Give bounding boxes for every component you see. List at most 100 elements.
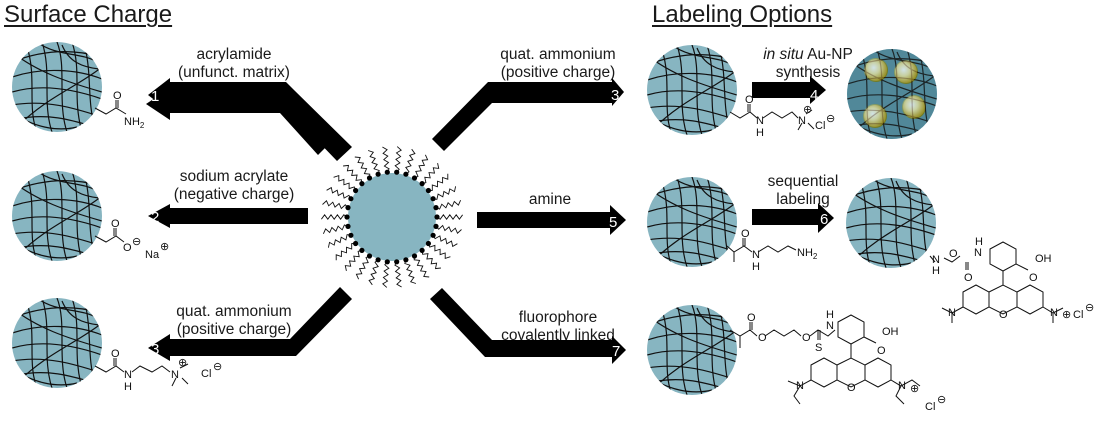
minus-charge: ⊖ [132, 236, 141, 248]
ligand-anchor [411, 253, 418, 259]
carbonyl-bond [115, 100, 119, 108]
heading-surface-charge: Surface Charge [4, 1, 173, 28]
ligand-anchor [366, 253, 373, 259]
product-7: O O O S N H OH O O N N ⊕ Cl ⊖ [647, 305, 946, 413]
atom-nh: NH [797, 247, 813, 259]
route-1-label-line2: (unfunct. matrix) [178, 64, 290, 81]
atom-o: O [877, 345, 886, 357]
ligand-chain [405, 148, 416, 175]
product-3-right: O N H N ⊕ Cl ⊖ [647, 45, 835, 139]
atom-n: N [974, 247, 982, 259]
route-4-label-italic: in situ [763, 46, 804, 63]
rhodamine-core [941, 241, 1064, 323]
ligand-chain [355, 255, 370, 280]
bond-lines [94, 365, 171, 373]
plus-charge: ⊕ [910, 383, 919, 395]
ligand-chain [322, 224, 349, 234]
atom-n-plus: N [1050, 307, 1058, 319]
product-4 [847, 49, 937, 139]
product-5: O N H NH2 [647, 177, 818, 273]
route-7-arrowhead [612, 336, 626, 364]
hydrogel-particle [12, 42, 102, 132]
hydrogel-particle [12, 171, 102, 261]
ligand-anchor [411, 175, 418, 181]
route-3-right-arrowhead [612, 78, 624, 106]
route-6-label-line2: labeling [776, 191, 830, 208]
ligand-anchor [384, 259, 390, 265]
ligand-chain [404, 259, 417, 284]
gold-nanoparticle-highlight [865, 59, 887, 81]
ligand-anchor [375, 257, 381, 263]
ligand-anchor [419, 181, 425, 187]
atom-o-carbonyl: O [964, 272, 973, 284]
atom-nh: NH [124, 116, 140, 128]
ligand-anchor [394, 169, 400, 175]
ligand-chain [435, 224, 462, 234]
bond-lines [94, 235, 125, 243]
ligand-chain [432, 235, 458, 248]
route-4-label-line2: synthesis [775, 64, 841, 81]
ligand-chain [321, 214, 348, 220]
route-2-label-line2: (negative charge) [173, 186, 295, 203]
ligand-anchor [434, 214, 440, 220]
carbonyl-bond [742, 238, 746, 246]
atom-h: H [826, 309, 834, 321]
atom-n: N [752, 249, 760, 261]
ligand-chain [413, 255, 430, 278]
route-3-left-label-line1: quat. ammonium [176, 303, 292, 320]
atom-h: H [932, 265, 940, 277]
methyl-bonds [797, 109, 815, 131]
ligand-chain [368, 259, 379, 286]
gold-nanoparticle-highlight [864, 105, 886, 127]
gold-nanoparticle-highlight [903, 96, 925, 118]
route-2-arrow-body [170, 208, 308, 224]
ligand-chain [322, 200, 349, 210]
ligand-chain [436, 214, 463, 220]
ligand-chain [382, 146, 390, 173]
core-sphere [348, 173, 436, 261]
atom-n: N [756, 115, 764, 127]
route-3-left-label-line2: (positive charge) [176, 321, 292, 338]
hydrogel-particle [647, 45, 737, 135]
hydrogel-particle [12, 298, 102, 388]
minus-charge: ⊖ [937, 394, 946, 406]
ligand-anchor [384, 169, 390, 175]
ligand-chain [333, 174, 357, 191]
route-5-number: 5 [609, 214, 617, 231]
atom-n-plus: N [898, 380, 906, 392]
atom-n: N [932, 254, 940, 266]
hydrogel-particle [647, 177, 737, 267]
atom-h: H [756, 127, 764, 139]
minus-charge: ⊖ [213, 361, 222, 373]
gold-nanoparticle-highlight [895, 61, 917, 83]
route-7-label-line1: fluorophore [518, 309, 598, 326]
atom-s: S [815, 342, 822, 354]
atom-n-plus: N [798, 115, 806, 127]
product-3-left: O N H N ⊕ Cl ⊖ [12, 298, 222, 393]
route-4-number: 4 [810, 87, 818, 104]
plus-charge: ⊕ [160, 241, 169, 253]
route-3-right-label-line1: quat. ammonium [500, 46, 616, 63]
route-2-number: 2 [151, 209, 159, 226]
route-6-label: sequential labeling [748, 173, 858, 209]
atom-o: O [111, 348, 120, 360]
route-2-arrowhead [148, 204, 170, 228]
ligand-chain [421, 250, 441, 270]
atom-o-bridge: O [999, 309, 1008, 321]
atom-nh2: NH2 [797, 247, 818, 261]
route-3-right-label: quat. ammonium (positive charge) [482, 46, 634, 82]
ligand-anchor [353, 187, 359, 194]
ligand-chain [382, 261, 390, 288]
route-6-number: 6 [820, 211, 828, 228]
route-3-left-label: quat. ammonium (positive charge) [158, 303, 310, 339]
atom-o-ester: O [758, 332, 767, 344]
atom-n: N [124, 369, 132, 381]
carbonyl-bond [113, 358, 117, 366]
route-5-arrowhead [610, 205, 626, 235]
center-particle [321, 146, 463, 288]
minus-charge: ⊖ [1085, 302, 1094, 314]
route-3-left-arrowhead [148, 334, 170, 361]
route-3-right-arrow-body [432, 82, 612, 151]
route-1-label-line1: acrylamide [196, 46, 272, 63]
